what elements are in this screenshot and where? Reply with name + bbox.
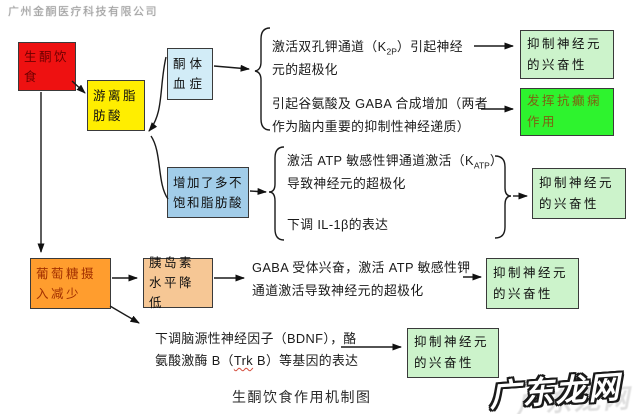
trk-misspell-squiggle: Trk	[233, 353, 254, 368]
curve-ketonemia-branch	[148, 56, 167, 132]
mech-gaba-receptor-line2: 通道激活导致神经元的超极化	[252, 283, 424, 298]
mech-k2p-line1: 激活双孔钾通道（K2P）引起神经	[272, 39, 463, 57]
mech-bdnf-line2: 氨酸激酶 B（Trk B）等基因的表达	[155, 353, 359, 368]
arrow-glucose-to-bdnf-mech	[109, 305, 140, 324]
mech-bdnf-line1: 下调脑源性神经因子（BDNF），酪	[155, 331, 357, 346]
mech-katp-line2: 导致神经元的超极化	[287, 176, 406, 191]
outcome-antiepileptic-effect: 发挥抗癫痫作用	[520, 88, 614, 136]
mech-katp-line1: 激活 ATP 敏感性钾通道激活（KATP）	[287, 153, 504, 171]
node-free-fatty-acids: 游离脂肪酸	[87, 80, 145, 131]
curve-pufa-branch	[150, 135, 169, 200]
mech-gaba-synthesis-line2: 作为脑内重要的抑制性神经递质）	[272, 119, 470, 134]
brace-ketonemia-mechs	[254, 27, 271, 131]
brace-pufa-mechs-open	[268, 146, 285, 241]
site-watermark: 广东龙网	[488, 369, 623, 414]
diagram-title: 生酮饮食作用机制图	[232, 389, 372, 405]
node-pufa-increase: 增加了多不饱和脂肪酸	[167, 167, 249, 218]
outcome-inhibit-excitability-4: 抑制神经元的兴奋性	[407, 328, 499, 378]
arrow-ketonemia-to-brace	[213, 64, 250, 72]
outcome-inhibit-excitability-1: 抑制神经元的兴奋性	[520, 30, 614, 79]
node-ketogenic-diet: 生酮饮食	[18, 42, 76, 91]
outcome-inhibit-excitability-3: 抑制神经元的兴奋性	[486, 258, 579, 309]
mech-gaba-synthesis-line1: 引起谷氨酸及 GABA 合成增加（两者	[272, 96, 488, 111]
node-ketonemia: 酮体血症	[167, 48, 213, 100]
mech-k2p-line2: 元的超极化	[272, 62, 338, 77]
outcome-inhibit-excitability-2: 抑制神经元的兴奋性	[532, 168, 626, 219]
company-watermark: 广州金酮医疗科技有限公司	[8, 6, 158, 18]
mech-gaba-receptor-line1: GABA 受体兴奋，激活 ATP 敏感性钾	[252, 260, 471, 275]
arrow-pufa-to-brace	[249, 187, 267, 195]
node-glucose-reduction: 葡萄糖摄入减少	[30, 258, 111, 309]
mech-il1b: 下调 IL-1β的表达	[287, 217, 389, 232]
node-insulin-decrease: 胰岛素水平降低	[143, 256, 213, 310]
